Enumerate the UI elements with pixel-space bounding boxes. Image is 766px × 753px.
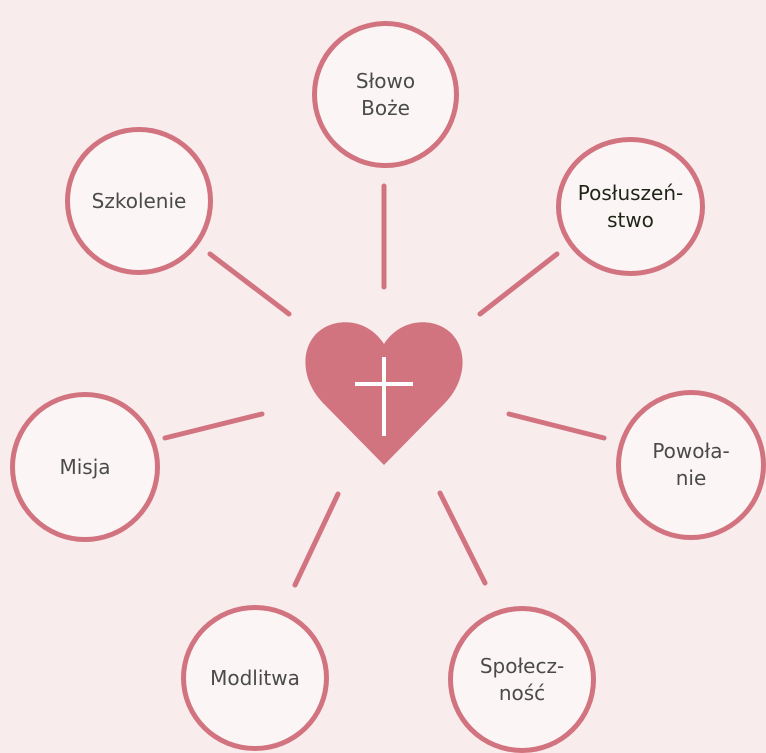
node-szkolenie: Szkolenie (65, 127, 213, 275)
node-misja-label: Misja (59, 454, 111, 479)
connector-spolecznosc (437, 490, 488, 586)
connector-posluszenstwo (477, 251, 560, 317)
node-slowo-boze-label-line1: Słowo (355, 68, 416, 93)
connector-szkolenie (207, 251, 292, 317)
node-powolanie-label-line1: Powoła- (652, 439, 730, 463)
node-modlitwa: Modlitwa (181, 605, 329, 751)
connector-modlitwa (292, 491, 341, 588)
node-posluszenstwo-label-line2: stwo (607, 207, 654, 232)
node-powolanie: Powoła- nie (616, 390, 766, 540)
connector-misja (162, 411, 265, 441)
node-spolecznosc-label-line1: Społecz- (479, 653, 565, 678)
node-spolecznosc-label-line2: ność (498, 680, 546, 705)
node-posluszenstwo-label-line1: Posłuszeń- (577, 180, 684, 205)
node-szkolenie-label: Szkolenie (91, 188, 187, 213)
node-slowo-boze-label-line2: Boże (361, 95, 410, 120)
node-powolanie-label-line2: nie (675, 466, 707, 490)
node-slowo-boze: Słowo Boże (312, 21, 459, 168)
connector-powolanie (506, 411, 607, 441)
node-spolecznosc: Społecz- ność (448, 606, 596, 753)
node-posluszenstwo: Posłuszeń- stwo (556, 137, 705, 276)
node-misja: Misja (10, 392, 160, 542)
heart-with-cross-icon (305, 322, 463, 465)
node-modlitwa-label: Modlitwa (210, 665, 300, 690)
